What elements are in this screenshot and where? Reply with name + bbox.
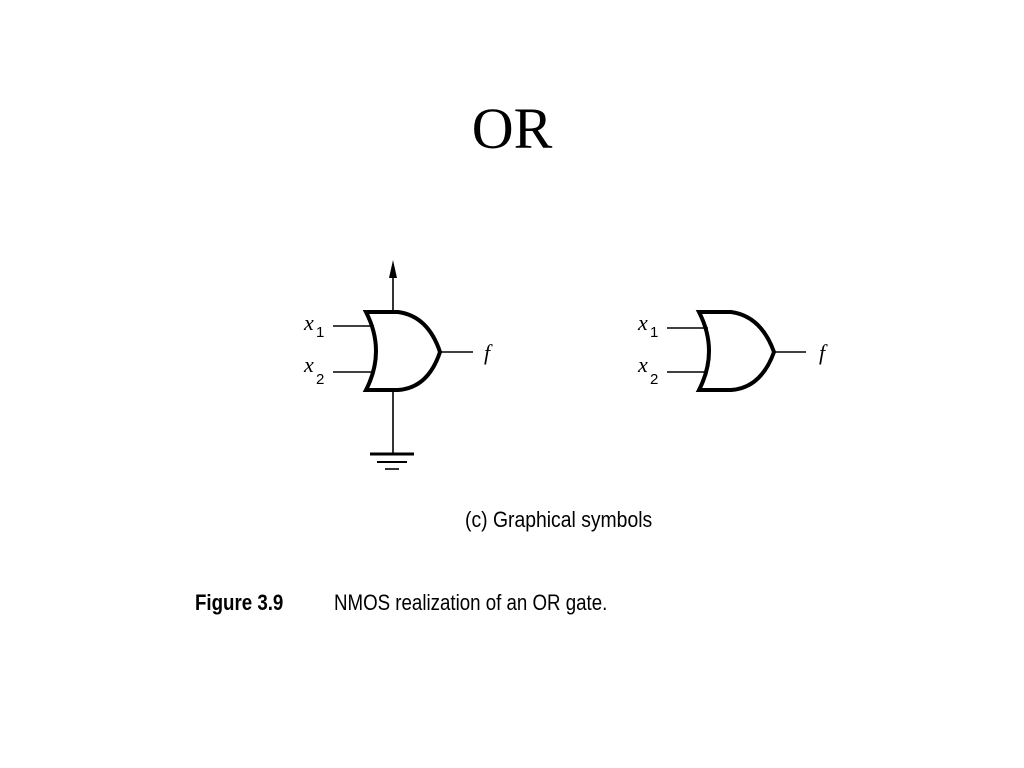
input-label-x1: x: [303, 310, 314, 335]
or-gate-plain: x 1 x 2 f: [637, 310, 828, 392]
input-subscript-1: 1: [650, 324, 658, 341]
slide-title: OR: [471, 96, 553, 161]
figure-number: Figure 3.9: [195, 590, 284, 615]
input-subscript-2: 2: [650, 371, 658, 388]
figure-subcaption: (c) Graphical symbols: [465, 507, 653, 532]
input-subscript-1: 1: [316, 324, 324, 341]
input-subscript-2: 2: [316, 371, 324, 388]
supply-arrow-icon: [389, 260, 397, 278]
input-label-x1: x: [637, 310, 648, 335]
input-label-x2: x: [637, 352, 648, 377]
figure-caption: NMOS realization of an OR gate.: [334, 590, 608, 615]
or-gate-symbol-icon: [362, 310, 443, 392]
output-label-f: f: [819, 340, 828, 365]
output-label-f: f: [484, 340, 493, 365]
or-gate-symbol-icon: [695, 310, 777, 392]
or-gate-with-supply: x 1 x 2 f: [303, 260, 493, 470]
ground-icon: [370, 452, 414, 470]
input-label-x2: x: [303, 352, 314, 377]
